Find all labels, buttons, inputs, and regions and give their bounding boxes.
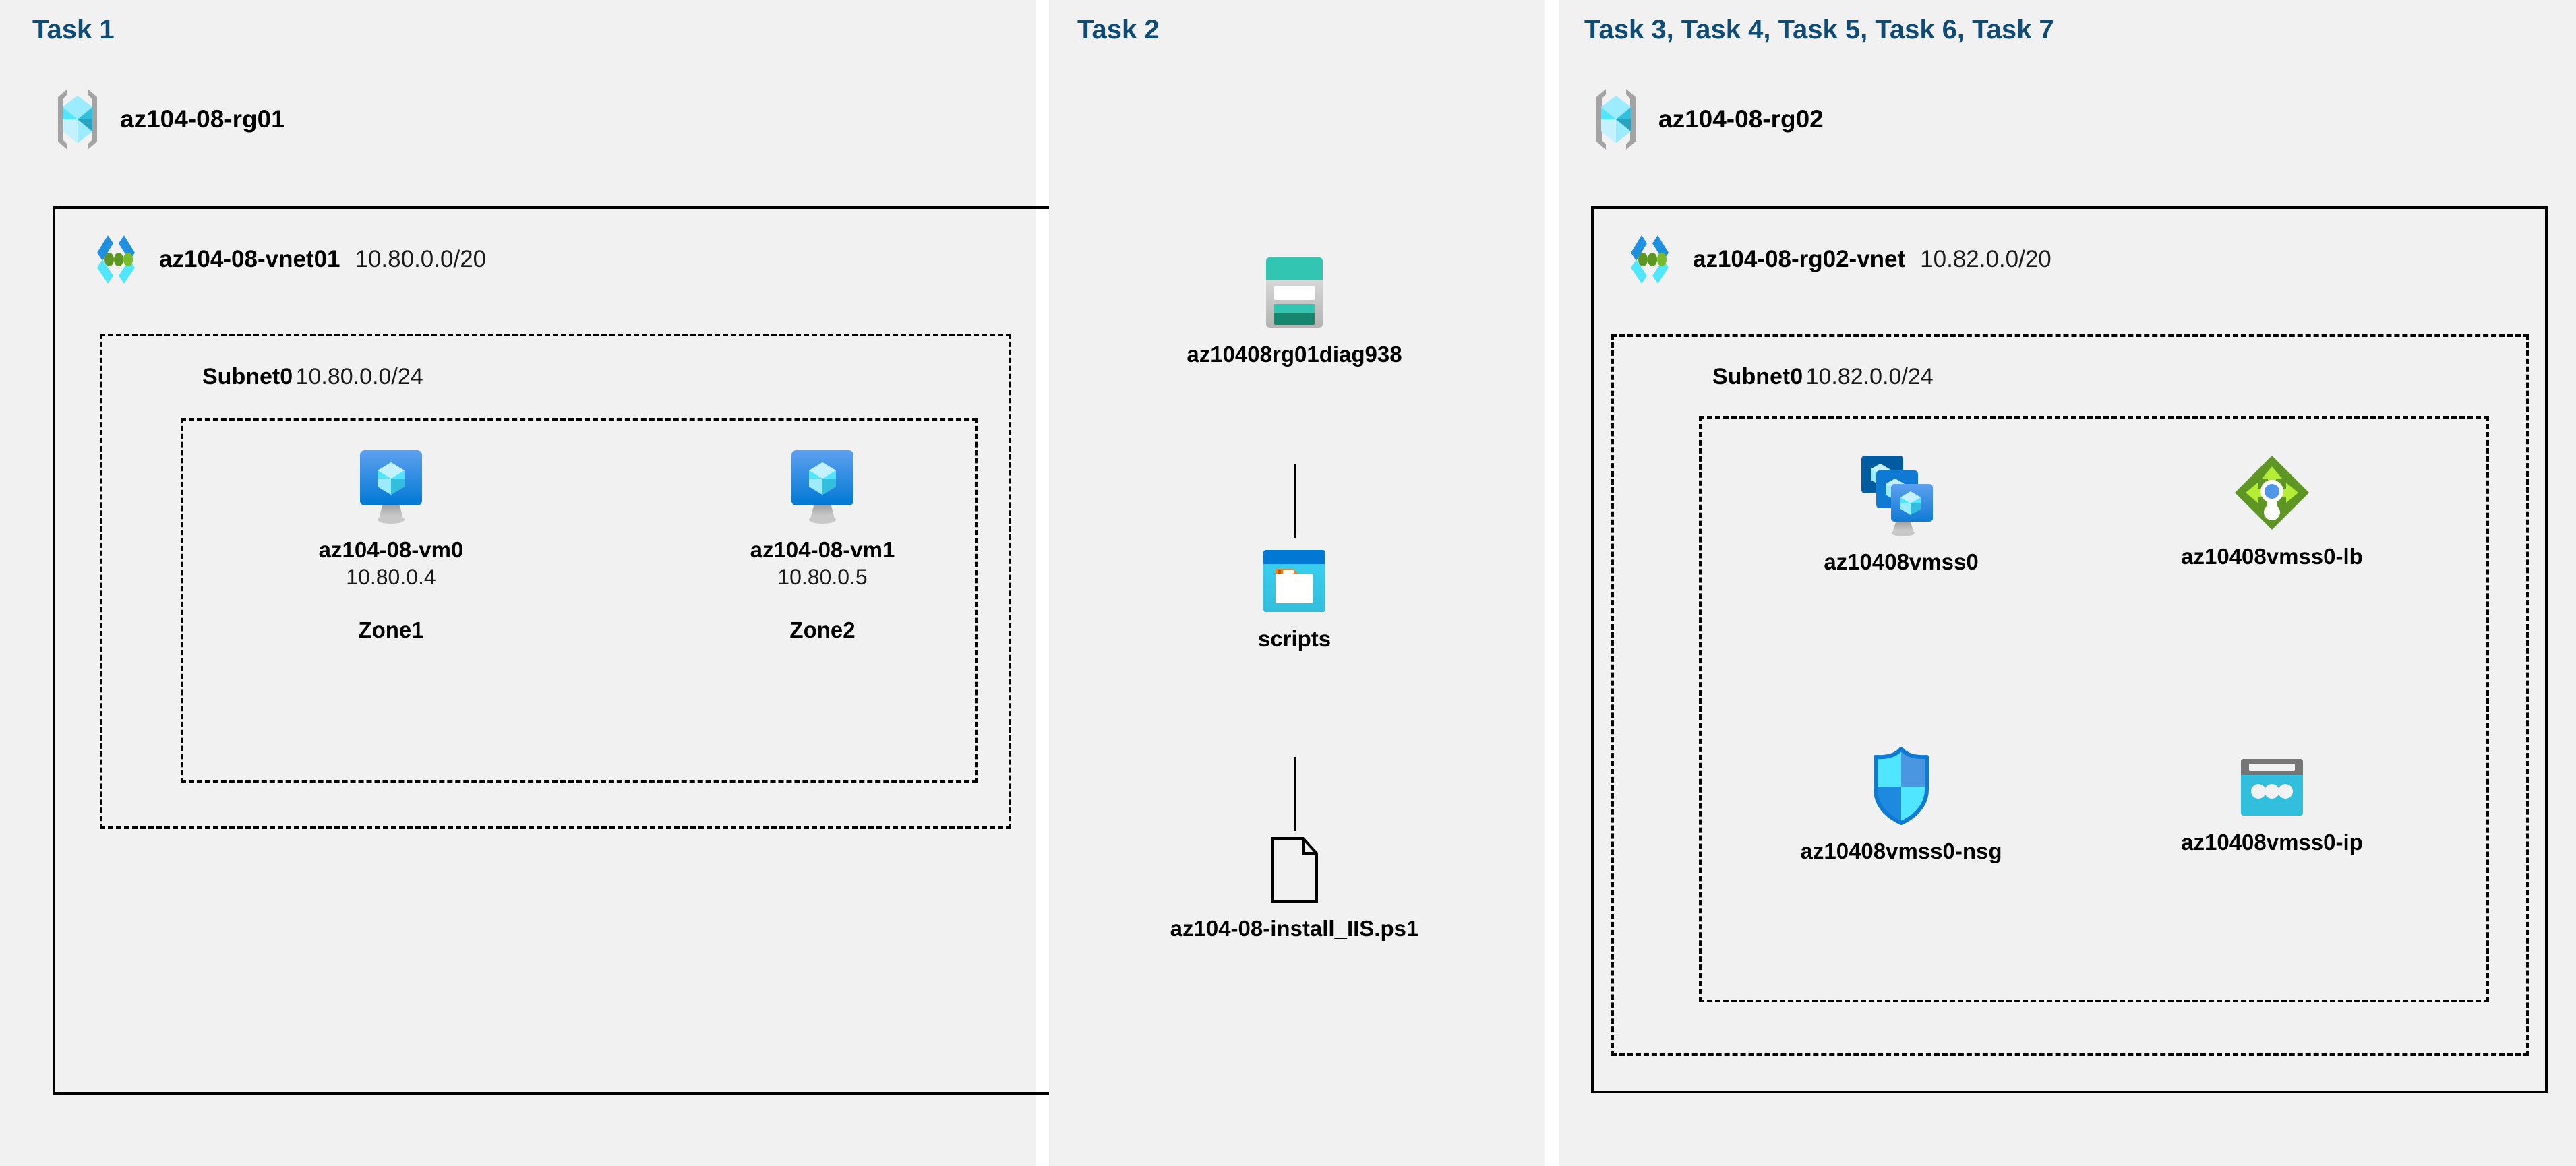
connector-scripts-to-file: [1294, 757, 1296, 831]
panel-task-1: [0, 0, 1036, 1166]
vm-zone: Zone2: [789, 617, 856, 643]
storage-account-name: az10408rg01diag938: [1187, 342, 1402, 367]
resource-group-az104-08-rg01: az104-08-rg01: [53, 86, 285, 152]
subnet0-label: Subnet0 10.82.0.0/24: [1712, 364, 1934, 390]
storage-account-az10408rg01diag938[interactable]: az10408rg01diag938: [1146, 255, 1443, 368]
file-az104-08-install-iis-ps1[interactable]: az104-08-install_IIS.ps1: [1099, 836, 1490, 942]
load-balancer-name: az10408vmss0-lb: [2181, 544, 2363, 569]
nsg-name: az10408vmss0-nsg: [1800, 838, 2002, 863]
load-balancer-icon: [2232, 453, 2312, 532]
blob-container-name: scripts: [1257, 626, 1331, 651]
connector-storage-to-scripts: [1294, 464, 1296, 538]
subnet-cidr: 10.80.0.0/24: [295, 364, 423, 390]
blob-container-icon: [1261, 547, 1328, 615]
public-ip-address-az10408vmss0-ip[interactable]: az10408vmss0-ip: [2124, 756, 2420, 856]
subnet0-label: Subnet0 10.80.0.0/24: [202, 364, 423, 390]
virtual-machine-icon: [785, 446, 860, 526]
task-3-to-7-title: Task 3, Task 4, Task 5, Task 6, Task 7: [1584, 15, 2054, 44]
resource-group-az104-08-rg02: az104-08-rg02: [1591, 86, 1824, 152]
subnet0-boundary: [1611, 334, 2529, 1056]
subnet0-boundary: [100, 334, 1011, 829]
virtual-machine-az104-08-vm1[interactable]: az104-08-vm1 10.80.0.5 Zone2: [674, 446, 971, 643]
task-2-title: Task 2: [1077, 15, 1160, 44]
file-document-icon: [1268, 836, 1321, 904]
vnet-name: az104-08-vnet01: [159, 246, 340, 272]
virtual-network-icon: [88, 233, 144, 286]
vnet-name: az104-08-rg02-vnet: [1693, 246, 1906, 272]
vnet-az104-08-rg02-vnet-header: az104-08-rg02-vnet 10.82.0.0/20: [1621, 233, 2051, 286]
subnet-name: Subnet0: [1712, 364, 1803, 390]
blob-container-scripts[interactable]: scripts: [1146, 547, 1443, 652]
resource-group-icon: [53, 86, 102, 152]
vnet-cidr: 10.80.0.0/20: [355, 246, 487, 272]
vmss-resource-group-boundary: [1699, 416, 2489, 1002]
vm-scale-set-az10408vmss0[interactable]: az10408vmss0: [1753, 453, 2049, 576]
subnet-name: Subnet0: [202, 364, 293, 390]
network-security-group-az10408vmss0-nsg[interactable]: az10408vmss0-nsg: [1753, 745, 2049, 865]
virtual-machine-az104-08-vm0[interactable]: az104-08-vm0 10.80.0.4 Zone1: [243, 446, 539, 643]
storage-account-icon: [1262, 255, 1327, 330]
public-ip-address-icon: [2237, 756, 2307, 818]
vmss-name: az10408vmss0: [1824, 549, 1979, 574]
virtual-machine-icon: [353, 446, 429, 526]
panel-task-3-to-7: [1559, 0, 2576, 1166]
network-security-group-icon: [1866, 745, 1936, 827]
task-1-title: Task 1: [32, 15, 115, 44]
resource-group-icon: [1591, 86, 1641, 152]
vm-name: az104-08-vm1: [750, 537, 895, 562]
vm-ip: 10.80.0.5: [777, 565, 868, 590]
load-balancer-az10408vmss0-lb[interactable]: az10408vmss0-lb: [2124, 453, 2420, 570]
vm-name: az104-08-vm0: [318, 537, 464, 562]
public-ip-name: az10408vmss0-ip: [2181, 830, 2363, 855]
vm-scale-set-icon: [1857, 453, 1945, 538]
vm-ip: 10.80.0.4: [346, 565, 436, 590]
subnet-cidr: 10.82.0.0/24: [1805, 364, 1934, 390]
vnet-az104-08-vnet01-header: az104-08-vnet01 10.80.0.0/20: [88, 233, 486, 286]
availability-zone-group-boundary: [181, 418, 978, 783]
resource-group-label: az104-08-rg01: [120, 105, 285, 133]
vnet-az104-08-rg02-vnet-boundary: [1591, 206, 2548, 1093]
vm-zone: Zone1: [358, 617, 424, 643]
resource-group-label: az104-08-rg02: [1658, 105, 1824, 133]
file-name: az104-08-install_IIS.ps1: [1170, 916, 1419, 941]
vnet-cidr: 10.82.0.0/20: [1920, 246, 2051, 272]
virtual-network-icon: [1621, 233, 1678, 286]
